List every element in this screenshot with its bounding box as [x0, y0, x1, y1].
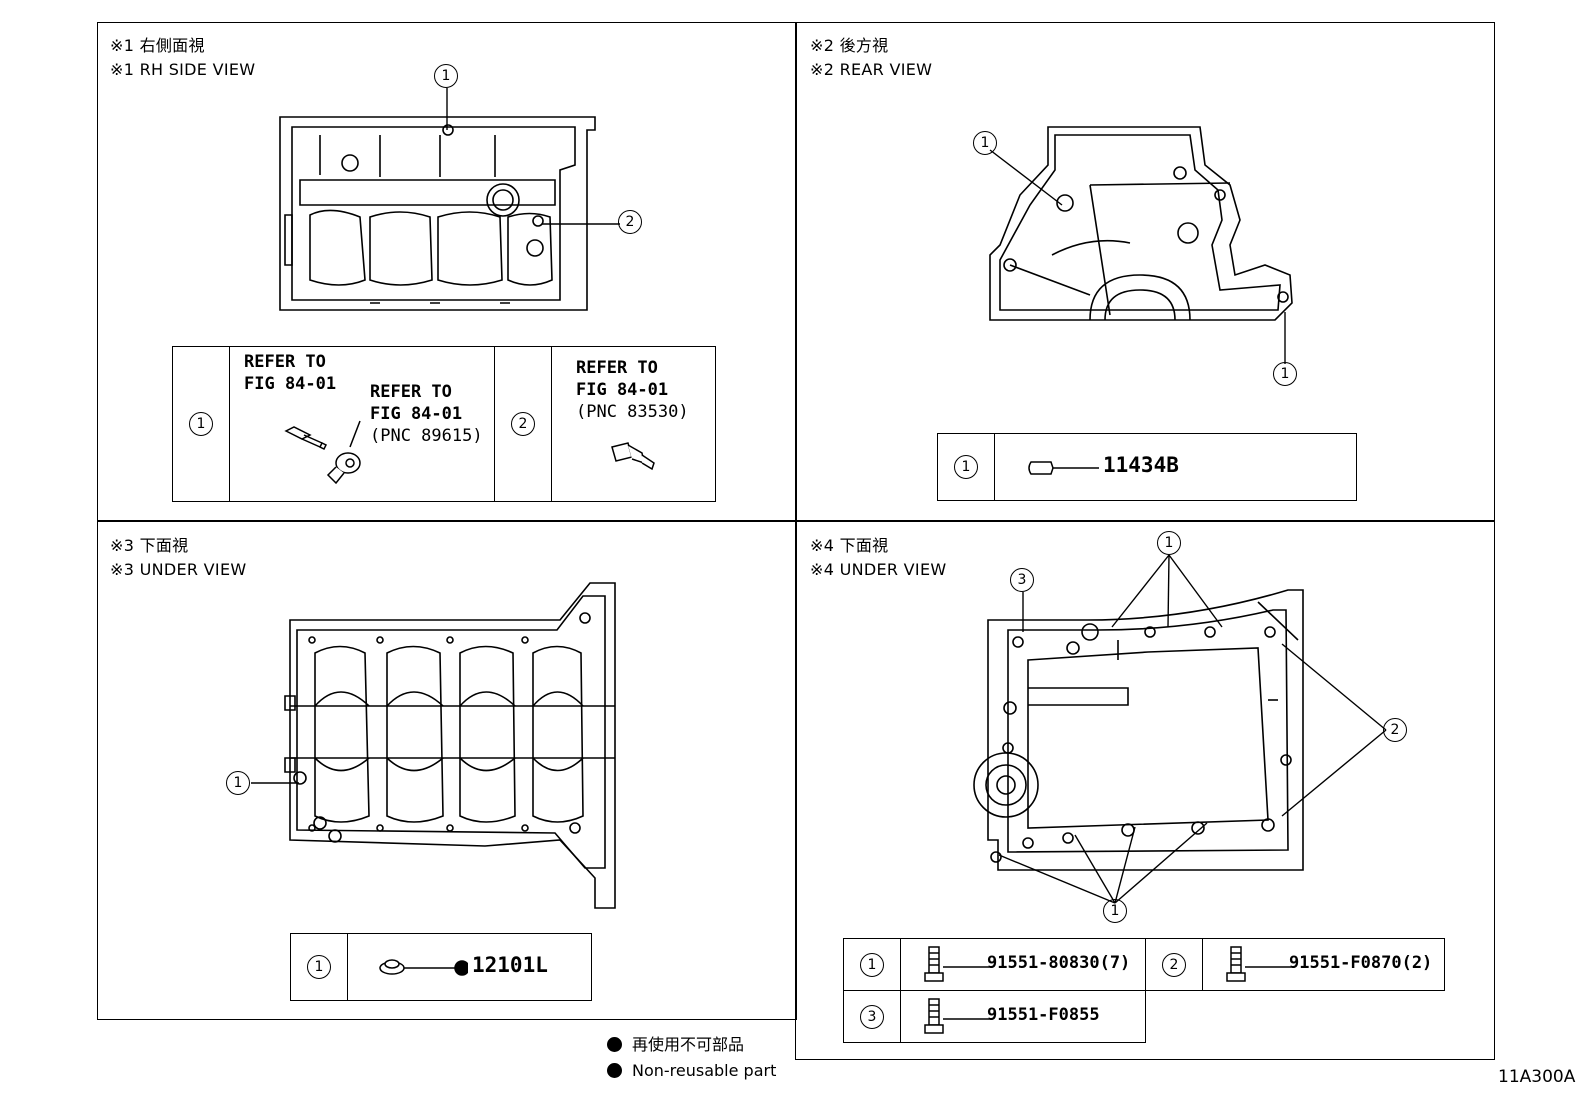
row-index-1: 1 [189, 412, 213, 436]
view3-title: ※3 下面視 ※3 UNDER VIEW [110, 534, 246, 582]
bolt-icon [924, 946, 989, 982]
callout-3-under-4: 3 [1010, 568, 1034, 592]
view1-title-en: ※1 RH SIDE VIEW [110, 60, 256, 79]
view3-title-en: ※3 UNDER VIEW [110, 560, 247, 579]
callout-1-under-3: 1 [226, 771, 250, 795]
row-index-1: 1 [954, 455, 978, 479]
row-index-3: 3 [860, 1004, 884, 1029]
ref-cell-1: REFER TO FIG 84-01 REFER TO FIG 84-01 (P… [229, 346, 495, 502]
view4-title: ※4 下面視 ※4 UNDER VIEW [810, 534, 946, 582]
legend: 再使用不可部品 Non-reusable part [607, 1032, 776, 1084]
view4-title-ja: ※4 下面視 [810, 536, 889, 555]
part-cell-91551-80830: 91551-80830(7) [900, 938, 1146, 991]
under-block-drawing-3 [285, 578, 620, 908]
bolt-icon [924, 998, 989, 1034]
row-index-2: 2 [511, 412, 535, 436]
legend-en: Non-reusable part [607, 1058, 776, 1084]
part-number-91551-80830: 91551-80830(7) [987, 953, 1131, 973]
view1-title-ja: ※1 右側面視 [110, 36, 205, 55]
leaders-1-under-4-bottom [995, 815, 1215, 905]
callout-1-rear-bottom: 1 [1273, 362, 1297, 386]
ref2-line1: REFER TO [370, 382, 452, 402]
ref1-line1: REFER TO [244, 352, 326, 372]
dowel-pin-icon [1028, 461, 1099, 475]
leader-1-under-3 [251, 781, 301, 785]
leaders-1-under-4-top [1100, 555, 1230, 635]
drain-plug-icon [379, 959, 468, 976]
filled-dot-icon [607, 1063, 622, 1078]
leader-1-rear-top [990, 150, 1070, 210]
rear-ref-table: 1 11434B [937, 433, 1357, 501]
bolt-sensor-icon [284, 420, 361, 485]
under3-ref-table: 1 12101L [290, 933, 592, 1001]
ref3-line2: FIG 84-01 [576, 380, 669, 400]
callout-1-under-4-bottom: 1 [1103, 899, 1127, 923]
under-block-drawing-4 [968, 590, 1318, 870]
ref2-line2: FIG 84-01 [370, 404, 463, 424]
ref-cell-2: REFER TO FIG 84-01 (PNC 83530) [551, 346, 716, 502]
leaders-2-under-4 [1278, 640, 1388, 820]
view3-title-ja: ※3 下面視 [110, 536, 189, 555]
part-number-11434b: 11434B [1103, 453, 1179, 477]
temperature-sensor-icon [611, 442, 655, 471]
diagram-code: 11A300A [1498, 1067, 1576, 1087]
view1-title: ※1 右側面視 ※1 RH SIDE VIEW [110, 34, 255, 82]
ref1-line2: FIG 84-01 [244, 374, 337, 394]
quadrant-rear-view [795, 22, 1495, 522]
part-cell-91551-f0870: 91551-F0870(2) [1202, 938, 1445, 991]
part-number-91551-f0855: 91551-F0855 [987, 1005, 1100, 1025]
part-cell-91551-f0855: 91551-F0855 [900, 990, 1146, 1043]
leader-2-rh-side [542, 222, 620, 226]
bolt-icon [1226, 946, 1291, 982]
rear-block-drawing [990, 125, 1310, 330]
view2-title-ja: ※2 後方視 [810, 36, 889, 55]
leader-1-rear-bottom [1283, 312, 1287, 364]
ref3-line1: REFER TO [576, 358, 658, 378]
part-number-12101l: 12101L [472, 953, 548, 977]
rh-side-block-drawing [270, 105, 620, 320]
view2-title: ※2 後方視 ※2 REAR VIEW [810, 34, 932, 82]
ref3-pnc: (PNC 83530) [576, 402, 689, 422]
leader-3-under-4 [1021, 592, 1025, 632]
row-index-1: 1 [860, 952, 884, 977]
filled-dot-icon [607, 1037, 622, 1052]
callout-2-rh-side: 2 [618, 210, 642, 234]
callout-1-rear-top: 1 [973, 131, 997, 155]
legend-ja: 再使用不可部品 [607, 1032, 776, 1058]
part-cell-12101l: 12101L [347, 933, 592, 1001]
quadrant-under-view-4 [795, 520, 1495, 1060]
quadrant-under-view-3 [97, 520, 797, 1020]
row-index-1: 1 [307, 955, 331, 979]
leader-1-rh-side [445, 88, 449, 130]
row-index-2: 2 [1162, 952, 1186, 977]
part-cell-11434b: 11434B [994, 433, 1357, 501]
callout-2-under-4: 2 [1383, 718, 1407, 742]
part-number-91551-f0870: 91551-F0870(2) [1289, 953, 1433, 973]
ref2-pnc: (PNC 89615) [370, 426, 483, 446]
view4-title-en: ※4 UNDER VIEW [810, 560, 947, 579]
under4-ref-table: 1 91551-80830(7) 2 91551-F0870(2) [843, 938, 1445, 1043]
view2-title-en: ※2 REAR VIEW [810, 60, 933, 79]
rh-side-ref-table: 1 REFER TO FIG 84-01 REFER TO FIG 84-01 … [172, 346, 716, 502]
quadrant-rh-side-view [97, 22, 797, 522]
callout-1-under-4-top: 1 [1157, 531, 1181, 555]
callout-1-rh-side: 1 [434, 64, 458, 88]
